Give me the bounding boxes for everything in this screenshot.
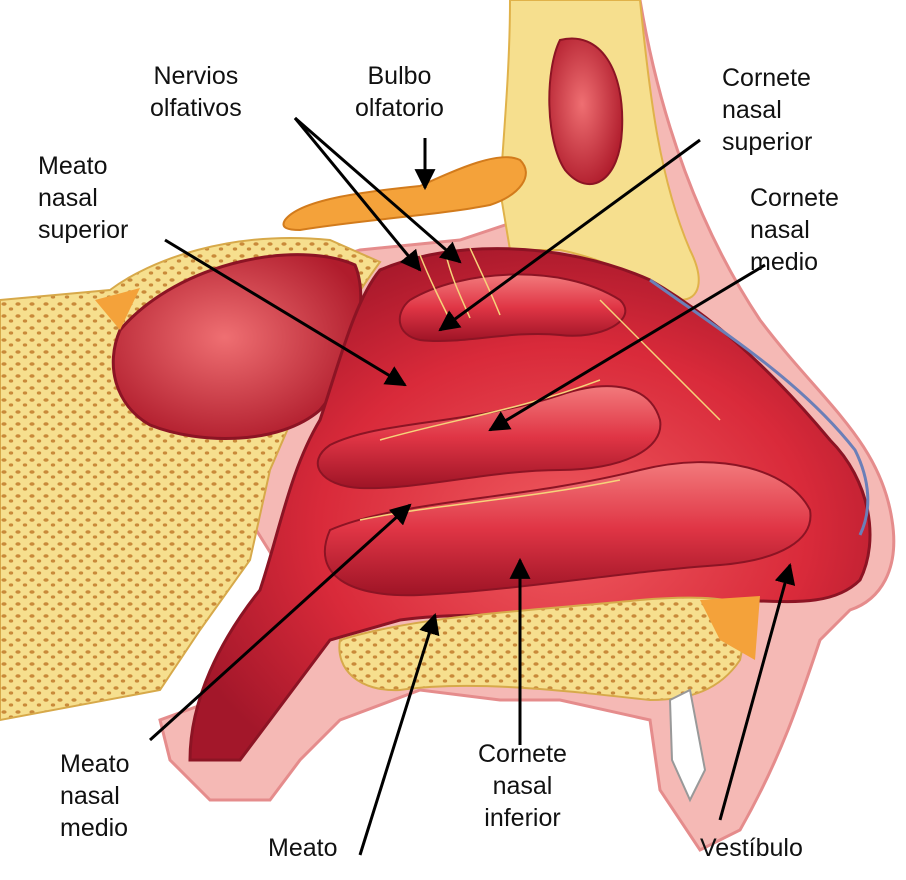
arrow-nervios-olfativos-2 (294, 116, 462, 264)
label-cornete-nasal-inferior: Cornete nasal inferior (478, 740, 567, 832)
incisor-tooth (668, 688, 707, 803)
olfactory-nerve-fibres (359, 247, 721, 521)
arrow-meato-superior (164, 238, 407, 387)
frontal-bone (498, 0, 700, 302)
arrow-nervios-olfativos-1 (293, 117, 422, 272)
arrow-cornete-medio (488, 263, 766, 432)
olfactory-bulb (282, 156, 527, 232)
inferior-turbinate (323, 461, 812, 597)
label-cornete-nasal-medio: Cornete nasal medio (750, 184, 839, 276)
arrow-meato (358, 612, 440, 856)
sphenoid-bone (0, 237, 382, 722)
label-vestibulo: Vestíbulo (700, 834, 803, 862)
frontal-sinus (548, 37, 624, 186)
arrow-meato-medio (148, 503, 412, 742)
nasal-cartilage-line (649, 278, 870, 536)
label-bulbo-olfatorio: Bulbo olfatorio (355, 62, 444, 122)
label-meato-nasal-medio: Meato nasal medio (60, 750, 130, 842)
label-meato: Meato (268, 834, 338, 862)
label-cornete-nasal-superior: Cornete nasal superior (722, 64, 813, 156)
label-nervios-olfativos: Nervios olfativos (150, 62, 242, 122)
hard-palate (338, 596, 760, 702)
label-arrows (148, 116, 796, 856)
label-meato-nasal-superior: Meato nasal superior (38, 152, 129, 244)
arrow-vestibulo (718, 562, 796, 821)
arrow-cornete-superior (438, 138, 701, 332)
